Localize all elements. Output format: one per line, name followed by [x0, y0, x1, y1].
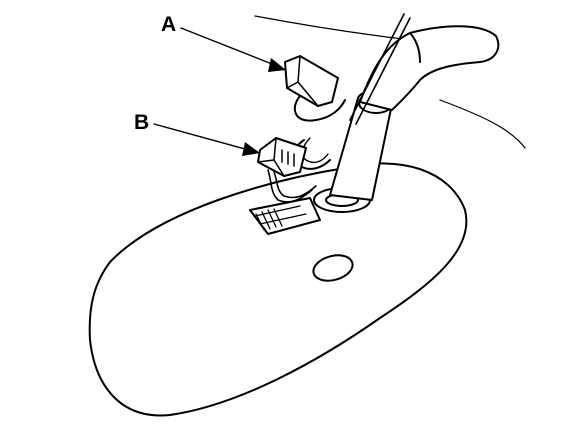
windshield-lower-curve — [439, 99, 526, 149]
socket-detail — [254, 205, 307, 231]
arrowhead-a — [268, 58, 286, 72]
wire-harness — [267, 169, 317, 203]
callout-label-a: A — [161, 13, 177, 36]
leader-line-b — [153, 123, 257, 153]
mount-arm-edge — [409, 32, 421, 63]
callout-label-b: B — [134, 111, 150, 134]
mirror-body — [88, 162, 468, 417]
wire-loop-inner — [301, 137, 329, 164]
mount-arm — [359, 25, 500, 111]
connector-b-face — [257, 137, 295, 177]
mirror-oval — [312, 254, 354, 282]
leader-line-a — [180, 27, 283, 69]
arrowhead-b — [242, 142, 260, 156]
connector-a-face — [286, 55, 319, 107]
removal-tool — [349, 13, 411, 125]
